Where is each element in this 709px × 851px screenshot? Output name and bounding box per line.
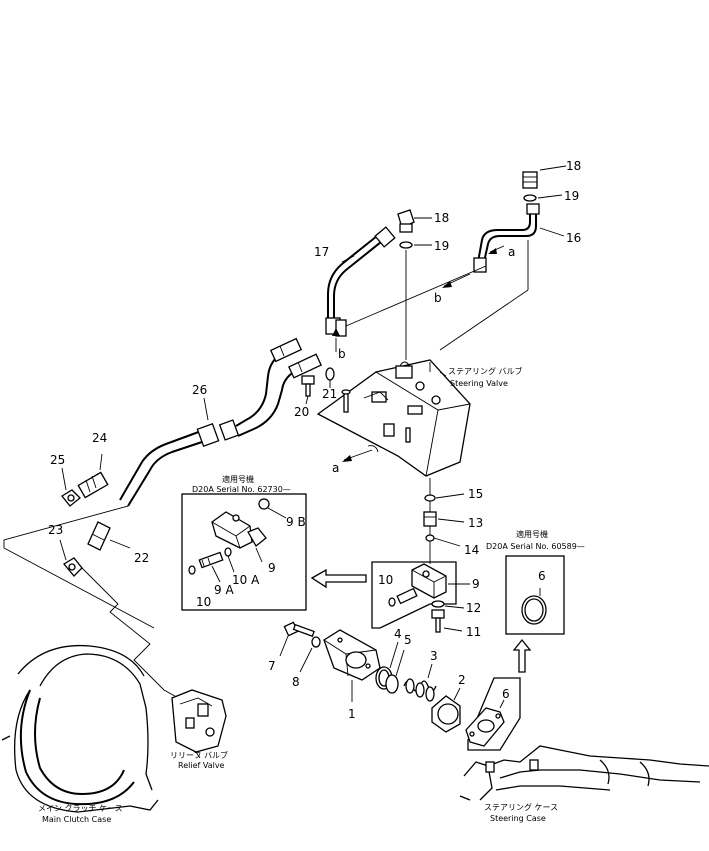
callout-26: 26 [192,383,207,397]
flow-letter-b-top: b [434,291,442,305]
oring-19-top [523,194,563,202]
inset-left-serial: D20A Serial No. 62730— [192,485,291,494]
callout-5: 5 [404,633,412,647]
pipe-17 [325,226,396,337]
callout-15: 15 [468,487,483,501]
connector-top-left [269,337,303,363]
block-9-frame [371,561,457,629]
callout-18a: 18 [566,159,581,173]
bolt-20 [301,375,315,405]
callout-9: 9 [472,577,480,591]
spring-3 [403,663,437,702]
inset-right-box [505,555,565,635]
callout-21: 21 [322,387,337,401]
callout-13: 13 [468,516,483,530]
fitting-18-top [522,165,567,189]
callout-2: 2 [458,673,466,687]
callout-19a: 19 [564,189,579,203]
steering-valve [316,359,471,477]
fitting-13 [423,511,465,527]
callout-24: 24 [92,431,107,445]
arrow-up-to-inset [512,638,532,673]
nut-25 [61,467,81,507]
inset-callout-10: 10 [196,595,211,609]
label-steering-case-en: Steering Case [490,814,546,823]
gasket-6-frame [467,677,521,751]
callout-4: 4 [394,627,402,641]
flow-letter-a-top: a [508,245,515,259]
hose-22 [87,521,131,551]
route-line-outer [3,505,155,629]
route-line-left [81,567,183,701]
callout-7: 7 [268,659,276,673]
elbow-23 [59,539,83,577]
inset-callout-10a: 10 A [232,573,260,587]
callout-20: 20 [294,405,309,419]
callout-25: 25 [50,453,65,467]
bolt-11 [431,609,463,633]
arrow-to-inset [310,568,367,589]
flow-letter-a-left: a [332,461,339,475]
callout-12: 12 [466,601,481,615]
fitting-18-mid [397,209,432,233]
label-relief-valve-en: Relief Valve [178,761,225,770]
inset-callout-9: 9 [268,561,276,575]
oring-19-mid [399,241,432,249]
callout-19b: 19 [434,239,449,253]
inset-left-box [181,493,307,611]
ring-5 [385,649,405,694]
main-clutch-case [1,644,159,813]
hose-24 [77,453,109,499]
inset-left-title: 適用号機 [222,474,254,484]
callout-18b: 18 [434,211,449,225]
plug-2 [431,687,461,733]
steering-case [459,745,709,801]
ring-10-right [388,597,396,607]
callout-23: 23 [48,523,63,537]
callout-3: 3 [430,649,438,663]
callout-17: 17 [314,245,329,259]
callout-14: 14 [464,543,479,557]
oring-15 [424,493,465,502]
gasket-6 [465,699,505,747]
flow-letter-b-mid: b [338,347,346,361]
relief-valve [171,689,227,759]
flow-arrow-b-top [442,273,471,288]
connector-top-right [288,353,322,379]
pipe-16 [473,203,540,273]
label-steering-valve-jp: ステアリング バルブ [448,366,523,376]
inset-right-title: 適用号機 [516,529,548,539]
callout-10: 10 [378,573,393,587]
label-steering-valve-en: Steering Valve [450,379,508,388]
label-main-clutch-jp: メイン クラッチ ケース [38,804,123,813]
inset-right-callout-6: 6 [538,569,546,583]
callout-16: 16 [566,231,581,245]
label-steering-case-jp: ステアリング ケース [484,802,558,812]
inset-callout-9b: 9 B [286,515,306,529]
label-main-clutch-en: Main Clutch Case [42,815,111,824]
flow-arrow-a-top [488,245,505,254]
oring-14 [425,534,461,547]
callout-8: 8 [292,675,300,689]
flow-arrow-b-mid [332,328,340,352]
flow-arrow-a-left [342,445,379,462]
callout-11: 11 [466,625,481,639]
inset-callout-9a: 9 A [214,583,234,597]
bolt-7 [279,621,315,657]
callout-6-lower: 6 [502,687,510,701]
pipe-26 [119,347,315,507]
washer-12 [431,600,465,609]
block-9 [396,563,470,605]
callout-22: 22 [134,551,149,565]
washer-8 [299,636,321,673]
label-relief-valve-jp: リリーフ バルブ [170,750,228,760]
callout-1: 1 [348,707,356,721]
washer-21 [325,367,335,388]
housing-1 [323,629,381,702]
inset-right-serial: D20A Serial No. 60589— [486,542,585,551]
